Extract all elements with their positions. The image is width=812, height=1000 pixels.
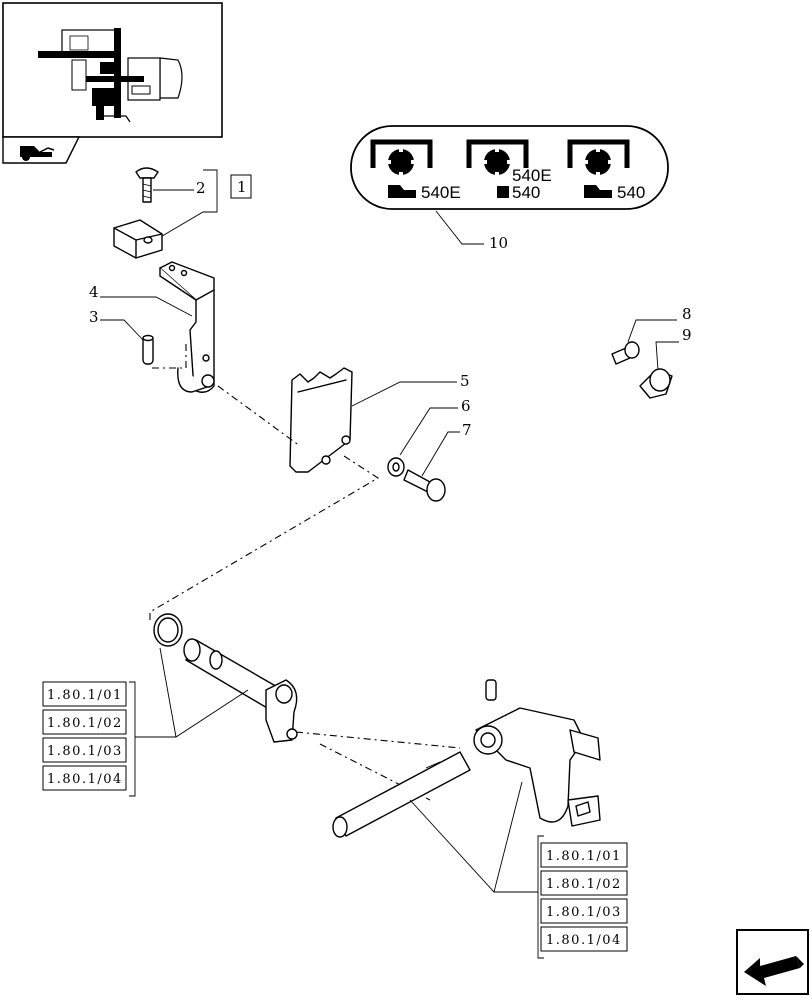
shift-fork — [473, 679, 601, 827]
economy-marker-left-icon — [388, 185, 416, 198]
callout-9: 9 — [682, 326, 692, 344]
screw-part-2 — [135, 167, 159, 203]
callout-4: 4 — [89, 283, 99, 301]
callout-6: 6 — [461, 397, 471, 415]
pto-shaft-left-icon — [370, 139, 433, 177]
detent-plate-part-5 — [289, 367, 353, 473]
ref-box-1 — [230, 174, 252, 199]
callout-3: 3 — [89, 308, 99, 326]
pto-label-middle-top: 540E — [512, 166, 552, 185]
callout-1: 1 — [237, 178, 247, 196]
ref-group-left[interactable]: 1.80.1/01 1.80.1/02 1.80.1/03 1.80.1/04 — [42, 681, 127, 791]
pto-shaft-right-icon — [567, 139, 630, 177]
pto-shaft-middle-icon — [466, 139, 529, 177]
lever-part-4 — [159, 261, 215, 393]
roll-pin-part-3 — [142, 334, 154, 365]
assembly-thumbnail[interactable] — [2, 2, 223, 138]
callout-5: 5 — [460, 372, 470, 390]
next-page-arrow-icon[interactable] — [736, 929, 809, 995]
shift-shaft-assembly — [153, 613, 298, 743]
callout-2: 2 — [196, 179, 206, 197]
tractor-tab-icon[interactable] — [2, 136, 81, 164]
callout-8: 8 — [682, 305, 692, 323]
pto-speed-plate: 540E 540E 540 540 — [350, 125, 669, 210]
standard-marker-middle-icon — [497, 186, 509, 198]
washer-part-6 — [387, 457, 405, 477]
clamp-block-part-1 — [113, 219, 163, 259]
plug-part-9 — [639, 368, 673, 399]
pto-label-left: 540E — [421, 183, 461, 202]
pto-label-right: 540 — [617, 183, 645, 202]
ref-right-3: 1.80.1/03 — [546, 905, 622, 920]
ref-left-3: 1.80.1/03 — [47, 744, 123, 759]
economy-marker-right-icon — [584, 185, 612, 198]
selector-rod — [332, 751, 471, 838]
pto-label-middle-bottom: 540 — [512, 183, 540, 202]
ref-left-4: 1.80.1/04 — [47, 772, 123, 787]
ref-right-1: 1.80.1/01 — [546, 849, 622, 864]
callout-10: 10 — [489, 234, 508, 252]
bolt-part-7 — [403, 469, 446, 502]
ref-right-4: 1.80.1/04 — [546, 933, 622, 948]
ref-left-2: 1.80.1/02 — [47, 716, 123, 731]
ref-group-right[interactable]: 1.80.1/01 1.80.1/02 1.80.1/03 1.80.1/04 — [540, 842, 628, 952]
screw-part-8 — [611, 341, 640, 365]
callout-7: 7 — [462, 421, 472, 439]
ref-right-2: 1.80.1/02 — [546, 877, 622, 892]
ref-left-1: 1.80.1/01 — [47, 688, 123, 703]
